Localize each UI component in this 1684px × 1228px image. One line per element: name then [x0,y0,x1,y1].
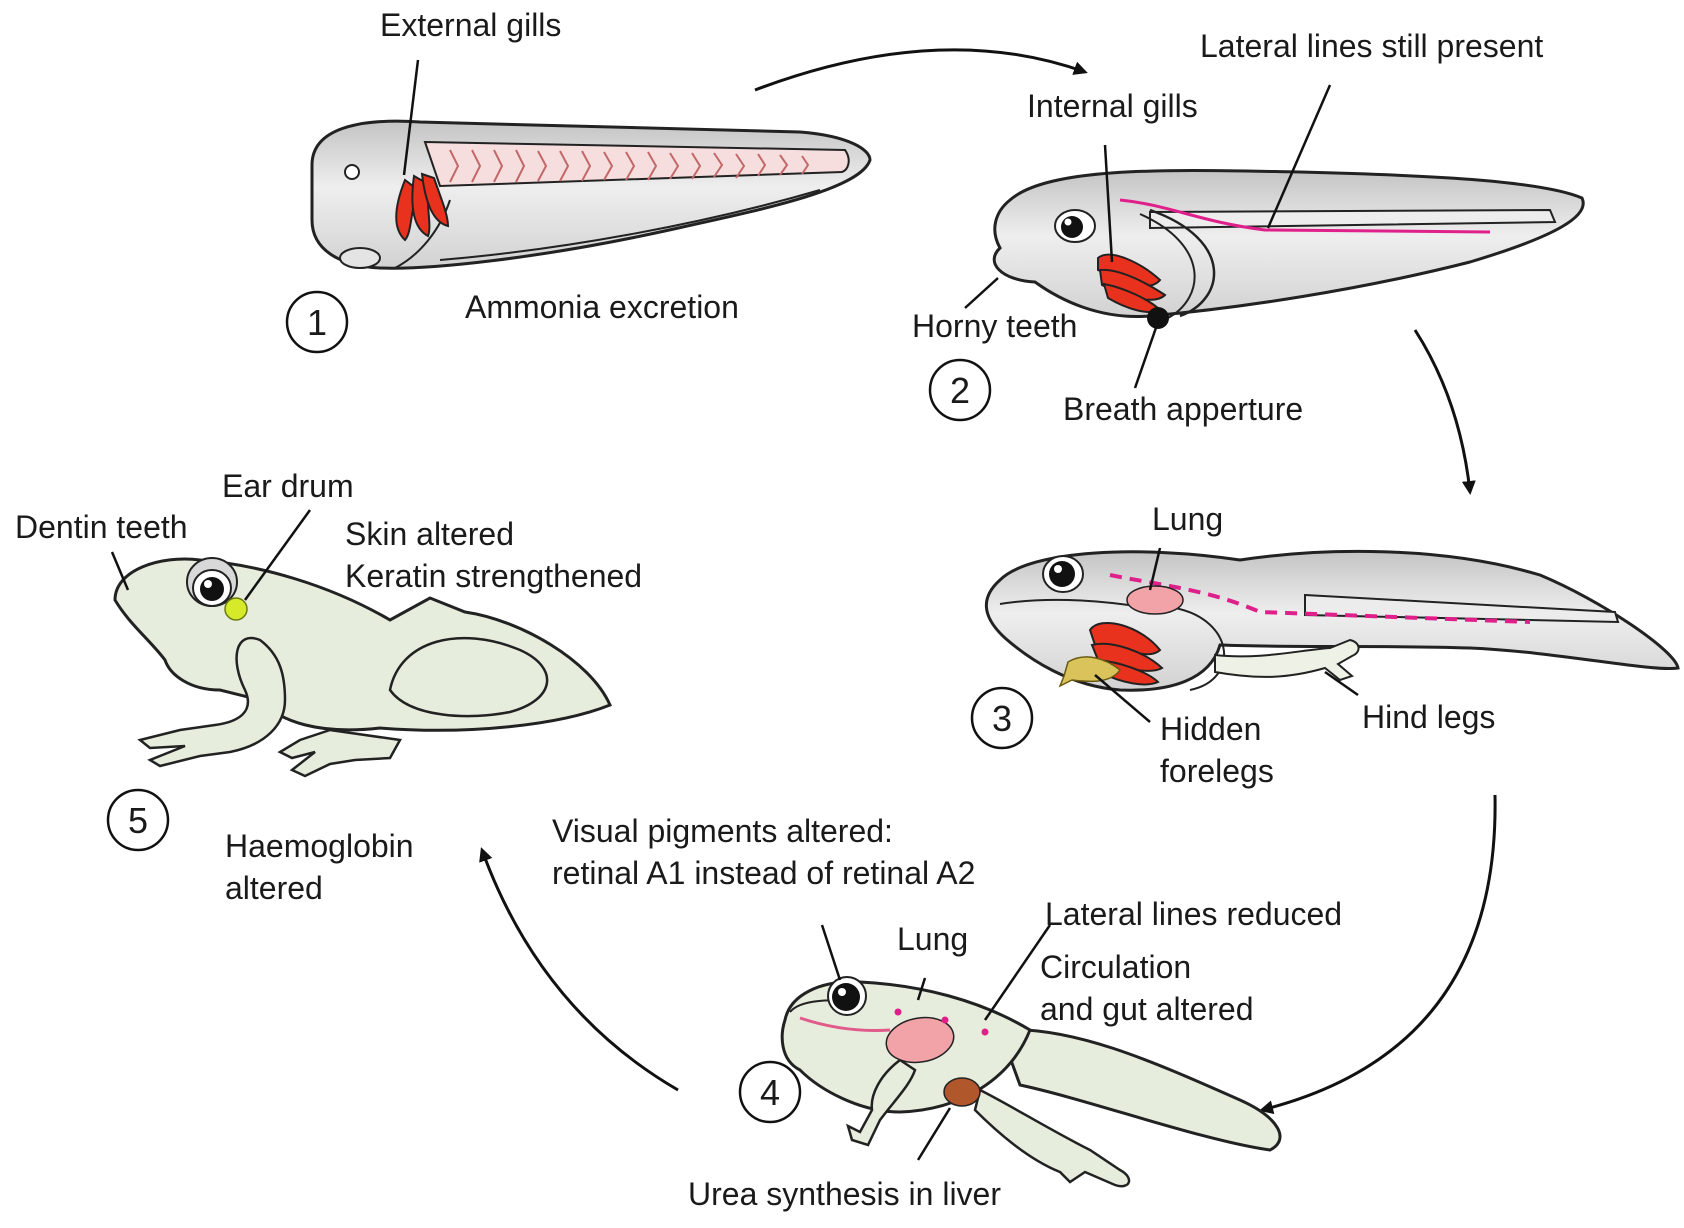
tadpole-2-eye [1055,210,1095,242]
liver-shape [944,1078,980,1106]
tadpole-2-body [994,171,1583,317]
label-external-gills: External gills [380,7,561,43]
frog-hind-foot [280,730,400,776]
label-breath-apperture: Breath apperture [1063,391,1303,427]
label-circulation-line1: Circulation [1040,949,1191,985]
label-haemoglobin-line2: altered [225,870,323,906]
tadpole-1-sucker [340,248,380,268]
label-ear-drum: Ear drum [222,468,354,504]
tadpole-3-eye [1043,556,1083,592]
label-keratin-strengthened: Keratin strengthened [345,558,642,594]
label-hind-legs: Hind legs [1362,699,1495,735]
label-visual-pigments-line1: Visual pigments altered: [552,813,893,849]
label-visual-pigments-line2: retinal A1 instead of retinal A2 [552,855,975,891]
label-haemoglobin-line1: Haemoglobin [225,828,414,864]
arrow-2-to-3 [1415,330,1470,492]
label-internal-gills: Internal gills [1027,88,1198,124]
stage-3-tadpole: Lung Hidden forelegs Hind legs 3 [972,501,1678,789]
stage-1-number: 1 [307,302,327,343]
label-lung-4: Lung [897,921,968,957]
stage-3-number: 3 [992,698,1012,739]
label-urea-synthesis: Urea synthesis in liver [688,1176,1001,1212]
label-ammonia-excretion: Ammonia excretion [465,289,739,325]
tadpole-1-eye [345,165,359,179]
label-circulation-line2: and gut altered [1040,991,1254,1027]
froglet-eye [828,977,866,1015]
frog-eye [187,558,237,606]
stage-5-frog: Ear drum Dentin teeth Skin altered Kerat… [15,468,642,906]
label-horny-teeth: Horny teeth [912,308,1077,344]
arrow-3-to-4 [1262,795,1495,1110]
label-lateral-lines-still-present: Lateral lines still present [1200,28,1543,64]
stage-5-number: 5 [128,800,148,841]
label-dentin-teeth: Dentin teeth [15,509,188,545]
stage-4-froglet: Visual pigments altered: retinal A1 inst… [552,813,1342,1212]
breath-aperture-leader [1135,322,1158,388]
stage-4-number: 4 [760,1072,780,1113]
arrow-1-to-2 [755,50,1085,90]
label-hidden-forelegs-line1: Hidden [1160,711,1261,747]
stage-1-tadpole: External gills Ammonia excretion 1 [287,7,870,352]
horny-teeth-leader [965,278,998,308]
label-hidden-forelegs-line2: forelegs [1160,753,1274,789]
label-lung-3: Lung [1152,501,1223,537]
stage-2-number: 2 [950,370,970,411]
label-lateral-lines-reduced: Lateral lines reduced [1045,896,1342,932]
stage-2-tadpole: Lateral lines still present Internal gil… [912,28,1583,427]
ear-drum-shape [225,598,247,620]
lung-3-shape [1127,586,1183,614]
urea-synthesis-leader [918,1108,950,1160]
tadpole-1-body [312,121,870,268]
label-skin-altered: Skin altered [345,516,514,552]
visual-pigments-leader [822,925,840,980]
